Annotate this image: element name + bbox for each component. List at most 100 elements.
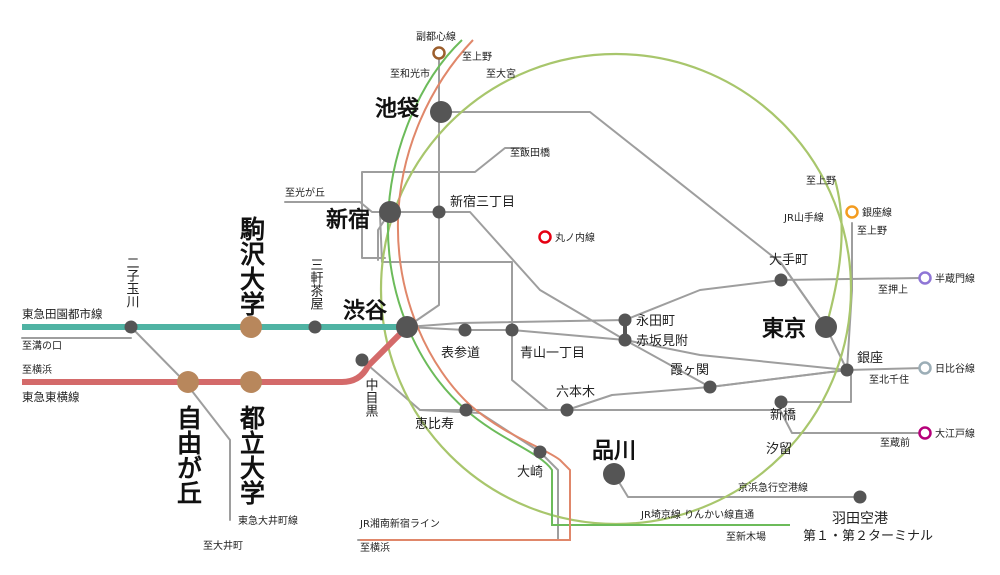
- nagatacho-akasaka-connector: [623, 320, 627, 340]
- haneda-station[interactable]: [853, 490, 867, 504]
- oedo-line-path: [379, 214, 926, 434]
- dest-wakoshi: 至和光市: [390, 67, 430, 80]
- ginza-station[interactable]: [840, 363, 854, 377]
- major-station-labels: 池袋 新宿 渋谷 東京 品川: [326, 96, 806, 464]
- toritsu-station[interactable]: [240, 371, 262, 393]
- keikyu-line-path: [613, 473, 861, 498]
- osaki-station[interactable]: [533, 445, 547, 459]
- dest-hikarigaoka: 至光が丘: [285, 186, 325, 199]
- marunouchi-icon: [538, 230, 552, 244]
- hanzomon-icon: [918, 271, 932, 285]
- haneda-label-1: 羽田空港: [832, 511, 888, 527]
- ginza-line-icon: [845, 205, 859, 219]
- fukutoshin-icon: [432, 46, 446, 60]
- iidabashi-line-path: [361, 147, 526, 259]
- aoyama-label: 青山一丁目: [520, 346, 585, 361]
- station-labels: 新宿三丁目 表参道 青山一丁目 永田町 赤坂見附 大手町 霞ヶ関 六本木 恵比寿…: [415, 194, 933, 544]
- marunouchi-label: 丸ノ内線: [555, 231, 595, 244]
- ginza-label: 銀座: [857, 351, 883, 366]
- ikebukuro-label: 池袋: [375, 96, 420, 122]
- ginza-line-label: 銀座線: [862, 206, 892, 219]
- hibiya-label: 日比谷線: [935, 362, 975, 375]
- dest-ueno-2: 至上野: [806, 175, 836, 187]
- hikarigaoka-line-path: [284, 201, 381, 213]
- dest-yokohama-1: 至横浜: [22, 363, 52, 376]
- ebisu-station[interactable]: [459, 403, 473, 417]
- keikyu-label: 京浜急行空港線: [738, 481, 808, 494]
- vertical-station-labels: 二子玉川 三軒茶屋 中目黒: [124, 256, 379, 418]
- omotesando-label: 表参道: [441, 345, 480, 361]
- dest-iidabashi: 至飯田橋: [510, 146, 550, 159]
- futako-station[interactable]: [124, 320, 138, 334]
- sangenjaya-label: 三軒茶屋: [308, 258, 324, 311]
- shibuya-label: 渋谷: [343, 298, 388, 324]
- roppongi-station[interactable]: [560, 403, 574, 417]
- omotesando-station[interactable]: [458, 323, 472, 337]
- shinagawa-station[interactable]: [603, 463, 625, 485]
- yamanote-ueno-tail: [824, 179, 843, 328]
- dest-oshiage: 至押上: [878, 283, 908, 296]
- shinagawa-label: 品川: [592, 439, 636, 464]
- tokyo-label: 東京: [762, 316, 806, 342]
- ebisu-label: 恵比寿: [415, 417, 454, 432]
- otemachi-label: 大手町: [769, 253, 808, 268]
- akasaka-label: 赤坂見附: [636, 334, 688, 349]
- sangenjaya-station[interactable]: [308, 320, 322, 334]
- oimachi-line-path: [130, 326, 231, 521]
- shibuya-station[interactable]: [396, 316, 418, 338]
- akasaka-station[interactable]: [618, 333, 632, 347]
- dest-kuramae: 至蔵前: [880, 436, 910, 449]
- toyoko-line-path: [22, 324, 410, 385]
- komazawa-station[interactable]: [240, 316, 262, 338]
- shinjuku-label: 新宿: [326, 207, 370, 233]
- osaki-label: 大崎: [517, 465, 543, 480]
- nagatacho-label: 永田町: [636, 314, 675, 329]
- line-icons: [432, 46, 932, 440]
- komazawa-label: 駒沢大学: [237, 216, 266, 316]
- tokyo-station[interactable]: [815, 316, 837, 338]
- futako-label: 二子玉川: [124, 256, 140, 308]
- nakameguro-label: 中目黒: [363, 378, 379, 418]
- otemachi-station[interactable]: [774, 273, 788, 287]
- hanzomon-label: 半蔵門線: [935, 272, 975, 285]
- kasumigaseki-station[interactable]: [703, 380, 717, 394]
- dest-oimachi: 至大井町: [203, 539, 243, 552]
- toyoko-label: 東急東横線: [22, 390, 80, 404]
- featured-station-labels: 駒沢大学 自由が丘 都立大学: [174, 216, 267, 505]
- dest-kitasenju: 至北千住: [869, 373, 909, 386]
- saikyo-label: JR埼京線 りんかい線直通: [640, 508, 754, 521]
- dest-shinkiba: 至新木場: [726, 530, 766, 543]
- dest-omiya: 至大宮: [486, 67, 516, 80]
- den-en-toshi-label: 東急田園都市線: [22, 307, 103, 321]
- fukutoshin-label: 副都心線: [416, 30, 456, 43]
- station-dots: [124, 101, 867, 504]
- shinjuku3-station[interactable]: [432, 205, 446, 219]
- hanzomon-line-path: [406, 277, 921, 328]
- jiyugaoka-label: 自由が丘: [174, 405, 203, 505]
- dest-mizonokuchi: 至溝の口: [22, 339, 62, 352]
- dest-ueno-3: 至上野: [857, 225, 887, 237]
- oedo-icon: [918, 426, 932, 440]
- hibiya-icon: [918, 361, 932, 375]
- kasumigaseki-label: 霞ヶ関: [670, 363, 709, 378]
- shonan-shinjuku-label: JR湘南新宿ライン: [359, 517, 440, 530]
- line-name-labels: 東急田園都市線 東急東横線 副都心線 JR山手線 銀座線 丸ノ内線 半蔵門線 日…: [22, 30, 975, 530]
- oimachi-label: 東急大井町線: [238, 514, 298, 527]
- roppongi-label: 六本木: [556, 385, 595, 400]
- dest-yokohama-2: 至横浜: [360, 541, 390, 554]
- shinjuku-station[interactable]: [379, 201, 401, 223]
- ikebukuro-station[interactable]: [430, 101, 452, 123]
- aoyama-station[interactable]: [505, 323, 519, 337]
- shimbashi-station[interactable]: [774, 395, 788, 409]
- yamanote-label: JR山手線: [783, 211, 824, 224]
- toritsu-label: 都立大学: [237, 405, 267, 505]
- other-lines: [21, 52, 926, 541]
- jiyugaoka-station[interactable]: [177, 371, 199, 393]
- dest-ueno-1: 至上野: [462, 51, 492, 63]
- tokyo-link-path: [780, 262, 827, 328]
- shiodome-label: 汐留: [766, 441, 792, 457]
- nakameguro-station[interactable]: [355, 353, 369, 367]
- shimbashi-line-path: [780, 373, 852, 403]
